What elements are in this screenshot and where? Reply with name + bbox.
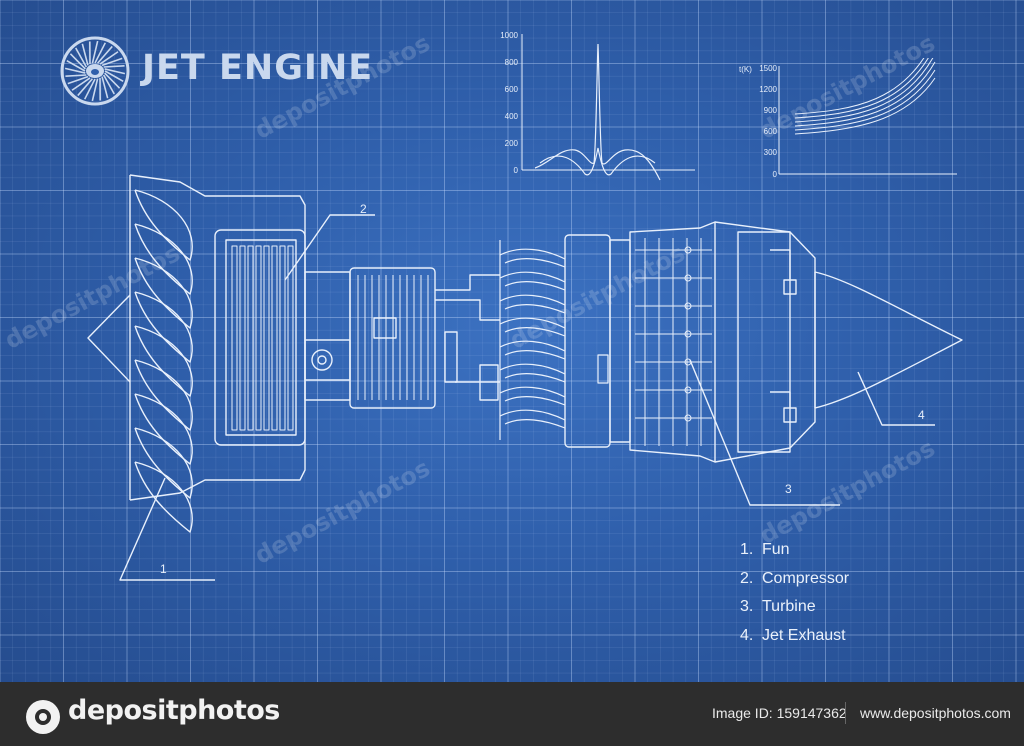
callout-4: 4 [918,408,925,422]
tick-label: 1200 [759,85,777,94]
tick-label: 0 [514,166,519,175]
legend-item: 3.Turbine [740,598,816,615]
tick-label: 900 [764,106,778,115]
fan-logo-icon [60,36,130,106]
parts-legend: 1.Fun 2.Compressor 3.Turbine 4.Jet Exhau… [740,540,849,654]
tick-label: 0 [773,170,778,179]
callout-1: 1 [160,562,167,576]
tick-label: 200 [505,139,519,148]
tick-label: 1500 [759,64,777,73]
legend-item: 2.Compressor [740,569,850,587]
jet-engine-drawing: 1 2 3 4 [87,174,963,581]
pressure-graph: 1000 800 600 400 200 0 [500,31,695,181]
legend-item: 1.Fun [740,541,790,558]
tick-label: 600 [764,127,778,136]
callout-3: 3 [785,482,792,496]
tick-label: 800 [505,58,519,67]
tick-label: 1000 [500,31,518,40]
tick-label: 300 [764,148,778,157]
blueprint-canvas: depositphotos depositphotos depositphoto… [0,0,1024,682]
footer-bar [0,682,1024,746]
temperature-graph: t(K) 1500 1200 900 600 300 0 [739,58,957,179]
legend-item: 4.Jet Exhaust [740,626,846,644]
tick-label: 400 [505,112,519,121]
page-title: JET ENGINE [142,48,374,88]
tick-label: 600 [505,85,519,94]
footer-divider [845,702,846,724]
axis-label: t(K) [739,65,752,74]
image-id: Image ID: 159147362 [712,705,847,721]
site-url[interactable]: www.depositphotos.com [860,705,1011,721]
blueprint-grid [0,0,1024,682]
callout-2: 2 [360,202,367,216]
brand-name[interactable]: depositphotos [68,695,280,726]
camera-logo-icon [26,700,60,734]
